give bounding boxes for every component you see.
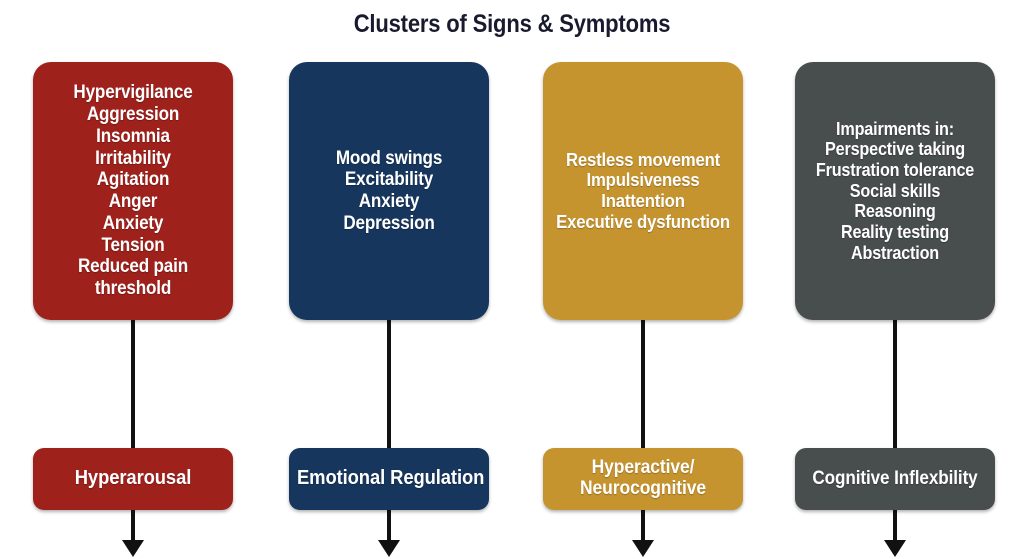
- symptom-item: Anger: [108, 191, 158, 212]
- symptom-list-1: Mood swings Excitability Anxiety Depress…: [299, 148, 479, 235]
- symptom-item: Hypervigilance: [73, 82, 193, 104]
- symptom-item: Reality testing: [840, 221, 950, 242]
- symptom-item: Social skills: [849, 180, 941, 201]
- symptom-list-0: Hypervigilance Aggression Insomnia Irrit…: [43, 82, 223, 300]
- category-line: Emotional Regulation: [297, 467, 485, 490]
- category-label-2: Hyperactive/ Neurocognitive: [551, 458, 735, 499]
- symptom-item: Executive dysfunction: [556, 211, 730, 232]
- symptom-list-3: Impairments in: Perspective taking Frust…: [805, 119, 985, 263]
- symptom-item: Tension: [101, 234, 165, 256]
- category-line: Cognitive Inflexbility: [812, 467, 978, 489]
- symptom-item: Restless movement: [565, 149, 721, 170]
- cluster-column-1: Mood swings Excitability Anxiety Depress…: [259, 0, 515, 559]
- category-box-1[interactable]: Emotional Regulation: [289, 448, 489, 510]
- symptom-item: Impairments in:: [836, 118, 954, 139]
- category-label-0: Hyperarousal: [41, 468, 225, 490]
- connector-line-3: [893, 312, 897, 454]
- down-arrow-icon-1: [378, 504, 400, 557]
- cluster-column-0: Hypervigilance Aggression Insomnia Irrit…: [3, 0, 259, 559]
- connector-line-1: [387, 312, 391, 454]
- symptom-list-2: Restless movement Impulsiveness Inattent…: [550, 150, 736, 232]
- symptom-item: Excitability: [344, 169, 434, 191]
- symptom-item: Depression: [343, 212, 435, 234]
- category-line: Neurocognitive: [580, 478, 706, 499]
- symptom-item: Insomnia: [96, 125, 170, 147]
- symptom-item: Perspective taking: [825, 139, 965, 160]
- cluster-column-3: Impairments in: Perspective taking Frust…: [765, 0, 1021, 559]
- symptom-item: Impulsiveness: [586, 170, 700, 191]
- symptom-item: threshold: [94, 278, 172, 299]
- category-box-2[interactable]: Hyperactive/ Neurocognitive: [543, 448, 743, 510]
- symptom-item: Irritability: [95, 147, 171, 169]
- symptom-item: Anxiety: [358, 191, 420, 212]
- category-line: Hyperactive/: [591, 457, 695, 479]
- symptom-box-3[interactable]: Impairments in: Perspective taking Frust…: [795, 62, 995, 320]
- category-line: Hyperarousal: [74, 467, 192, 490]
- symptom-item: Reasoning: [854, 201, 936, 222]
- symptom-box-2[interactable]: Restless movement Impulsiveness Inattent…: [543, 62, 743, 320]
- down-arrow-icon-0: [122, 504, 144, 557]
- down-arrow-icon-3: [884, 504, 906, 557]
- symptom-box-1[interactable]: Mood swings Excitability Anxiety Depress…: [289, 62, 489, 320]
- connector-line-2: [641, 312, 645, 454]
- symptom-item: Anxiety: [102, 212, 164, 234]
- symptom-box-0[interactable]: Hypervigilance Aggression Insomnia Irrit…: [33, 62, 233, 320]
- symptom-item: Aggression: [86, 104, 180, 125]
- category-label-1: Emotional Regulation: [297, 467, 485, 490]
- down-arrow-icon-2: [632, 504, 654, 557]
- symptom-item: Reduced pain: [78, 256, 188, 278]
- category-box-0[interactable]: Hyperarousal: [33, 448, 233, 510]
- symptom-item: Mood swings: [335, 147, 443, 169]
- symptom-item: Abstraction: [850, 242, 940, 263]
- cluster-column-2: Restless movement Impulsiveness Inattent…: [513, 0, 769, 559]
- symptom-item: Inattention: [601, 191, 685, 211]
- page-title: Clusters of Signs & Symptoms: [353, 10, 671, 38]
- symptom-item: Agitation: [96, 169, 170, 191]
- connector-line-0: [131, 312, 135, 454]
- category-label-3: Cognitive Inflexbility: [805, 467, 985, 490]
- category-box-3[interactable]: Cognitive Inflexbility: [795, 448, 995, 510]
- symptom-item: Frustration tolerance: [815, 160, 975, 181]
